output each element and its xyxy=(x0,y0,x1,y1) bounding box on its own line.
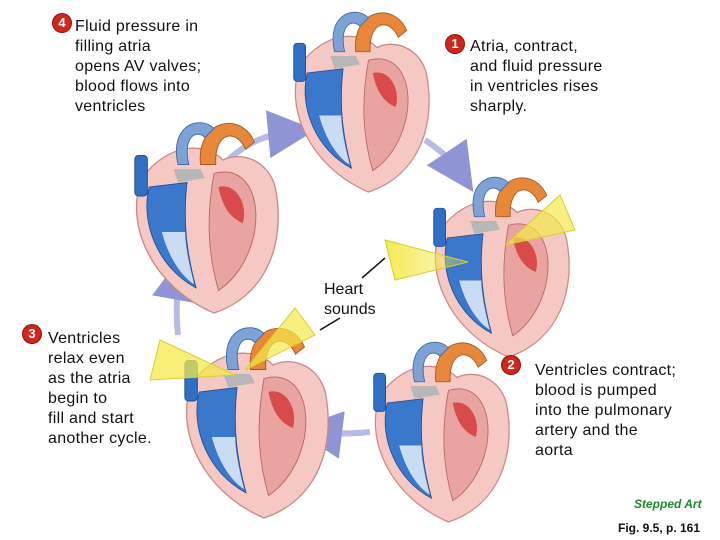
step-badge-4: 4 xyxy=(53,14,71,32)
step-3-description: Ventricles relax even as the atria begin… xyxy=(48,330,152,447)
step-badge-2: 2 xyxy=(502,356,520,374)
cycle-arrow-4-to-1 xyxy=(225,110,316,163)
heart-illustration-step-4 xyxy=(134,121,279,314)
sound-cone-left-1 xyxy=(149,339,236,381)
sound-cone-right-2 xyxy=(503,194,576,246)
heart-sounds-leader-upper xyxy=(361,257,386,279)
sound-cone-right-1 xyxy=(384,239,469,281)
sound-cone-left-2 xyxy=(244,307,316,371)
cycle-arrow-1-to-2 xyxy=(423,137,474,192)
heart-sounds-label: Heart sounds xyxy=(324,281,376,318)
heart-illustration-step-1 xyxy=(293,11,430,193)
step-1-description: Atria, contract, and fluid pressure in v… xyxy=(470,38,603,115)
step-badge-1: 1 xyxy=(446,35,464,53)
stepped-art-label: Stepped Art xyxy=(634,497,702,511)
step-badge-3: 3 xyxy=(23,325,41,343)
figure-reference: Fig. 9.5, p. 161 xyxy=(618,521,701,535)
step-2-description: Ventricles contract; blood is pumped int… xyxy=(535,362,677,459)
heart-illustration-step-2-sound xyxy=(433,176,570,358)
heart-illustration-step-2 xyxy=(373,341,510,523)
step-4-description: Fluid pressure in filling atria opens AV… xyxy=(75,18,202,115)
heart-sounds-leader-lower xyxy=(319,317,341,331)
